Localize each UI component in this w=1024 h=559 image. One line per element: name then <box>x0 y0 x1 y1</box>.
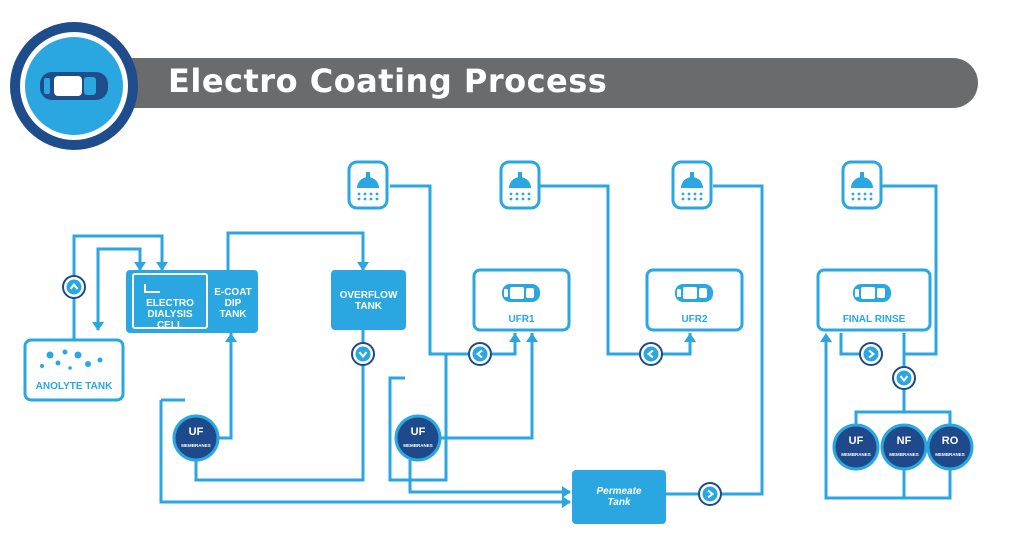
ufr1-label: UFR1 <box>508 314 535 325</box>
nf-label: NF <box>896 435 912 447</box>
pump-icon <box>698 482 722 506</box>
pump-icon <box>639 342 663 366</box>
ufr2-label: UFR2 <box>681 314 708 325</box>
header-bar <box>110 58 978 108</box>
final-rinse-label: FINAL RINSE <box>842 314 906 325</box>
shower-icon <box>347 160 389 210</box>
shower-icon <box>671 160 713 210</box>
electro-dialysis-cell-label: ELECTRO DIALYSIS CELL <box>146 298 194 331</box>
uf-label: UF <box>848 435 864 447</box>
nf-membrane <box>880 423 928 471</box>
permeate-tank-label: Permeate Tank <box>596 486 642 508</box>
page-title: Electro Coating Process <box>168 62 608 100</box>
shower-icon <box>499 160 541 210</box>
bubbles-icon <box>40 349 103 370</box>
anolyte-tank-label: ANOLYTE TANK <box>35 381 113 392</box>
car-icon <box>502 284 540 302</box>
car-icon <box>853 284 891 302</box>
logo <box>10 22 138 150</box>
box-overflow-tank <box>331 270 406 330</box>
uf-membrane-2 <box>394 414 442 462</box>
membranes-label: MEMBRANES <box>181 443 211 448</box>
uf-label: UF <box>188 426 204 438</box>
pump-icon <box>351 342 375 366</box>
membranes-label: MEMBRANES <box>841 452 871 457</box>
pump-icon <box>468 342 492 366</box>
pump-icon <box>892 366 916 390</box>
uf-membrane-3 <box>832 423 880 471</box>
membranes-label: MEMBRANES <box>935 452 965 457</box>
car-icon <box>40 72 108 100</box>
overflow-tank-label: OVERFLOW TANK <box>339 290 398 312</box>
box-permeate-tank <box>572 470 666 524</box>
ecoat-dip-tank-label: E-COAT DIP TANK <box>214 287 252 320</box>
membranes-label: MEMBRANES <box>889 452 919 457</box>
arrowheads <box>92 262 832 508</box>
shower-icon <box>841 160 883 210</box>
car-icon <box>675 284 713 302</box>
pump-icon <box>62 275 86 299</box>
box-electro-dialysis-cell <box>126 270 258 333</box>
logo-core <box>25 37 123 135</box>
ro-membrane <box>926 423 974 471</box>
ro-label: RO <box>941 435 959 447</box>
uf-label: UF <box>410 426 426 438</box>
uf-membrane-1 <box>172 414 220 462</box>
pump-icon <box>859 342 883 366</box>
membranes-label: MEMBRANES <box>403 443 433 448</box>
